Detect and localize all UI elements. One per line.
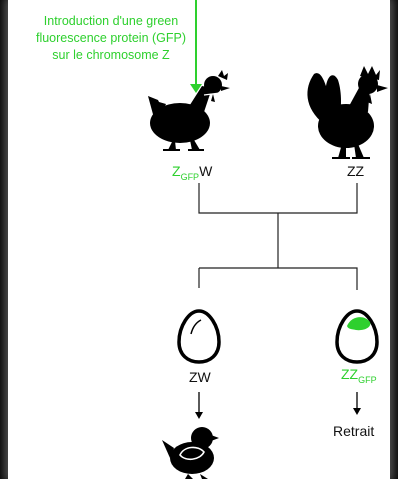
- gfp-annotation: Introduction d'une green fluorescence pr…: [35, 14, 187, 62]
- gfp-arrow: [190, 0, 202, 93]
- hen-genotype-subscript: GFP: [180, 172, 200, 182]
- diagram-canvas: [148, 0, 388, 479]
- egg-right-genotype-subscript: GFP: [358, 375, 377, 385]
- cross-lines: [198, 183, 358, 290]
- egg-right-genotype: ZZGFP: [341, 366, 377, 385]
- hen-genotype-suffix: W: [199, 163, 213, 179]
- gfp-spot: [347, 317, 371, 331]
- hen-genotype: ZGFPW: [172, 163, 213, 182]
- egg-left-icon: [177, 309, 221, 364]
- arrow-left: [195, 392, 203, 419]
- hen-icon: [148, 70, 230, 151]
- hen-genotype-base: Z: [172, 163, 181, 179]
- chick-icon: [162, 427, 219, 479]
- rooster-icon: [307, 66, 388, 159]
- rooster-genotype: ZZ: [347, 163, 365, 179]
- outcome-right-label: Retrait: [333, 423, 375, 439]
- arrow-right: [353, 392, 361, 415]
- egg-right-genotype-base: ZZ: [341, 366, 359, 382]
- diagram-panel: Introduction d'une green fluorescence pr…: [8, 0, 390, 479]
- egg-left-genotype: ZW: [189, 369, 211, 385]
- egg-right-icon: [335, 309, 379, 364]
